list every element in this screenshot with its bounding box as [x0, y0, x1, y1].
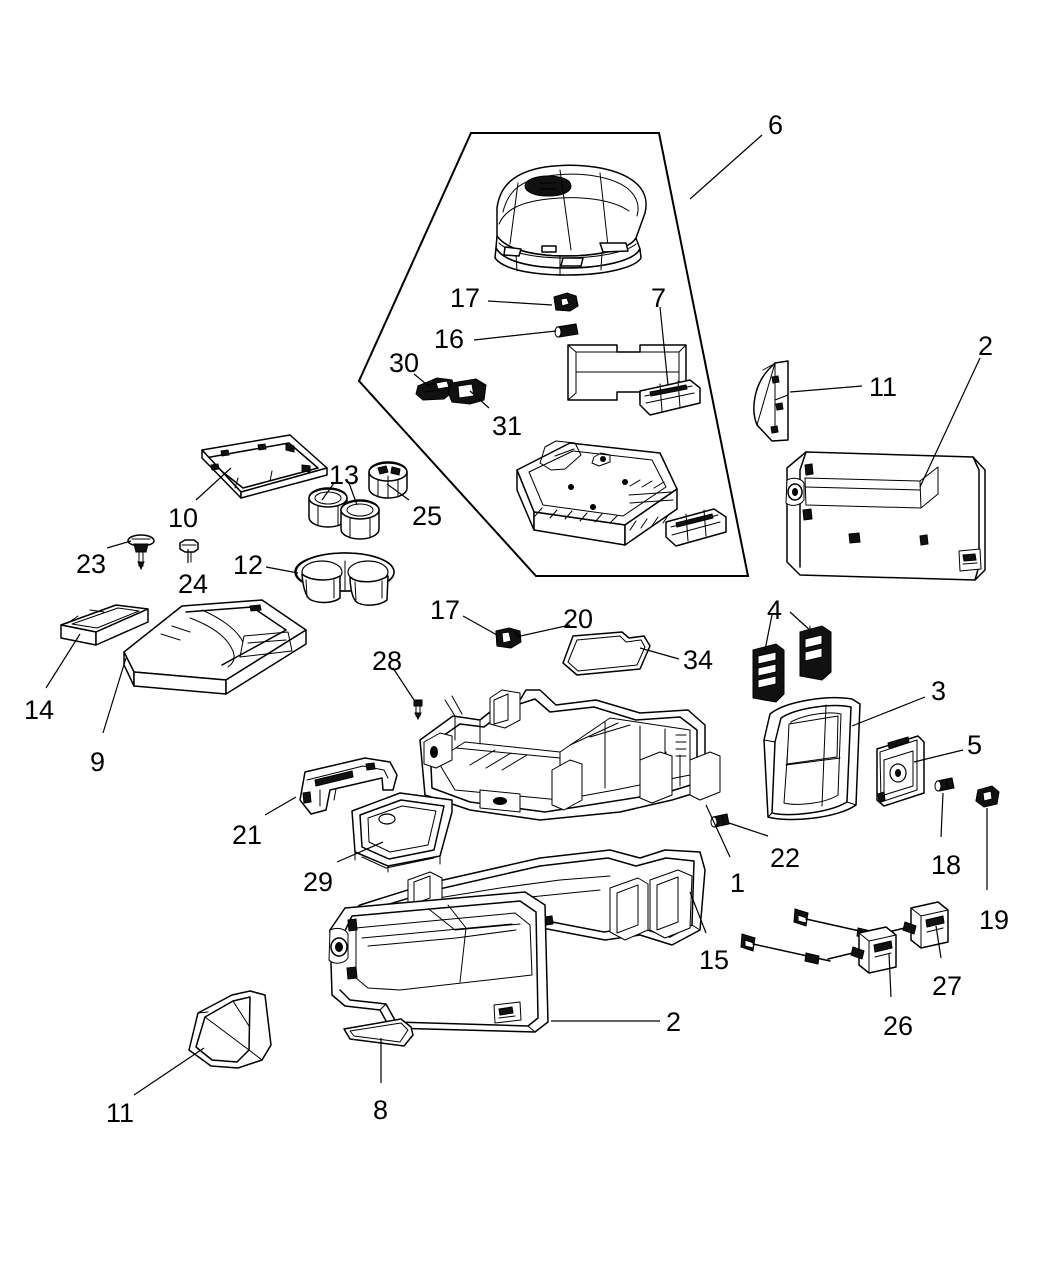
- callout-number-29: 29: [303, 867, 334, 897]
- callout-number-17-lower: 17: [430, 595, 461, 625]
- callout-number-3: 3: [931, 676, 947, 706]
- callout-number-31: 31: [492, 411, 523, 441]
- part-22-bolt-screw: [710, 813, 730, 828]
- part-17-hinge-clip-upper: [553, 292, 579, 312]
- callout-number-27: 27: [932, 971, 963, 1001]
- callout-number-30: 30: [389, 348, 420, 378]
- callout-number-6: 6: [768, 110, 784, 140]
- part-12-dual-cup-holder-insert: [294, 552, 395, 606]
- callout-number-23: 23: [76, 549, 107, 579]
- callout-number-26: 26: [883, 1011, 914, 1041]
- callout-number-17-upper: 17: [450, 283, 481, 313]
- callout-number-10: 10: [168, 503, 199, 533]
- callout-number-2-upper: 2: [978, 331, 994, 361]
- part-27-cable-release-assembly-right: [793, 901, 949, 949]
- part-4-electrical-connector-b: [799, 625, 832, 681]
- part-14-small-storage-tray: [60, 604, 149, 646]
- part-29-storage-bin-liner: [351, 792, 453, 873]
- part-18-pin-fastener: [934, 777, 955, 792]
- callout-number-5: 5: [967, 730, 983, 760]
- part-31-hinge-bracket-right: [447, 378, 487, 405]
- callout-number-11-upper: 11: [869, 372, 898, 402]
- part-9-upper-tray-cover: [123, 599, 307, 695]
- part-11-end-cap-trim-upper: [753, 360, 789, 442]
- part-2-console-side-panel-lower: [328, 891, 549, 1033]
- leader-lines: [45, 134, 988, 1096]
- callout-number-16: 16: [434, 324, 465, 354]
- callout-number-1: 1: [730, 868, 746, 898]
- callout-number-20: 20: [563, 604, 594, 634]
- part-21-side-reinforcement-bracket: [299, 757, 398, 815]
- callout-number-28: 28: [372, 646, 403, 676]
- callout-number-24: 24: [178, 569, 209, 599]
- part-5-rear-console-module: [876, 735, 925, 807]
- part-20-latch-striker: [495, 627, 522, 649]
- part-23-christmas-tree-clip: [127, 534, 155, 571]
- part-7-hinge-rail-lower: [665, 508, 727, 547]
- part-16-hinge-pin: [554, 323, 579, 338]
- part-11-end-cap-trim-lower: [188, 990, 272, 1069]
- part-10-tray-bezel-frame: [201, 434, 328, 499]
- part-26-cable-release-assembly-left: [740, 926, 897, 974]
- callout-number-11-lower: 11: [106, 1098, 135, 1128]
- callout-number-7: 7: [651, 283, 667, 313]
- part-25-grommet-bushing: [368, 461, 408, 499]
- callout-number-2-lower: 2: [666, 1007, 682, 1037]
- callout-number-12: 12: [233, 550, 264, 580]
- part-13-cup-holder-ring-a: [308, 487, 348, 528]
- part-7-hinge-rail-upper: [639, 379, 701, 416]
- callout-number-14: 14: [24, 695, 55, 725]
- part-4-electrical-connector-a: [752, 643, 785, 703]
- callout-number-22: 22: [770, 843, 801, 873]
- part-34-floor-mat-pad: [562, 631, 651, 676]
- part-6-armrest-lid-assembly: [494, 164, 647, 276]
- callout-number-19: 19: [979, 905, 1010, 935]
- part-2-console-side-panel-upper: [785, 451, 986, 581]
- part-8-trim-strip: [343, 1018, 414, 1047]
- callout-number-9: 9: [90, 747, 106, 777]
- callout-number-25: 25: [412, 501, 443, 531]
- part-3-rear-vent-bezel: [763, 697, 861, 821]
- callout-number-15: 15: [699, 945, 730, 975]
- callout-number-13: 13: [329, 460, 360, 490]
- part-13-cup-holder-ring-b: [340, 499, 380, 540]
- callout-number-34: 34: [683, 645, 714, 675]
- part-19-push-in-retainer: [975, 785, 1000, 808]
- callout-number-8: 8: [373, 1095, 389, 1125]
- part-7-lid-frame-bracket: [567, 344, 687, 401]
- armrest-lower-tray: [516, 440, 678, 546]
- part-24-nut: [179, 539, 199, 563]
- callout-number-18: 18: [931, 850, 962, 880]
- callout-number-21: 21: [232, 820, 263, 850]
- callout-number-4: 4: [767, 595, 783, 625]
- part-1-console-base-bin: [419, 689, 721, 821]
- part-28-screw: [413, 699, 423, 721]
- armrest-group-outline: [357, 132, 750, 577]
